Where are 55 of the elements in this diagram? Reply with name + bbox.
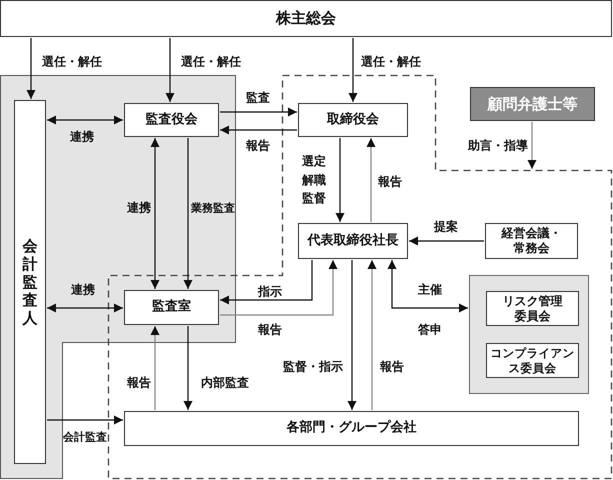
edge-label: 報告 [378, 174, 402, 191]
committee-group-box [469, 275, 589, 394]
org-box: 経営会議・常務会 [485, 223, 578, 259]
org-box: 監査役会 [124, 103, 219, 137]
edge-label: 業務監査 [191, 200, 235, 216]
arrow [348, 260, 356, 410]
edge-label: 選定解職監督 [301, 153, 327, 208]
org-box: コンプライアンス委員会 [486, 343, 579, 378]
arrow [26, 38, 36, 99]
arrow [220, 260, 313, 304]
arrow [348, 38, 358, 102]
arrow [47, 304, 123, 312]
arrow [184, 326, 192, 410]
edge-label: 選任・解任 [361, 54, 421, 71]
edge-label: 主催 [418, 282, 442, 299]
arrow [409, 236, 484, 246]
arrow [368, 260, 376, 410]
org-box: 会計監査人 [14, 100, 46, 464]
note-label: 答申 [418, 322, 442, 339]
arrow [220, 260, 338, 316]
edge-label: 選任・解任 [181, 54, 241, 71]
arrow [220, 108, 297, 116]
arrow [150, 138, 160, 289]
org-box: 各部門・グループ会社 [124, 411, 579, 446]
arrow [166, 38, 174, 102]
edge-label: 指示 [258, 284, 282, 301]
org-box: 株主総会 [0, 0, 612, 37]
edge-label: 提案 [434, 218, 458, 236]
edge-label: 報告 [258, 322, 282, 339]
org-box: 取締役会 [298, 103, 408, 137]
org-box: リスク管理委員会 [486, 291, 579, 326]
edge-label: 監査 [246, 90, 270, 107]
edge-label: 監督・指示 [283, 358, 343, 376]
edge-label: 連携 [127, 200, 151, 217]
advisor-box: 顧問弁護士等 [470, 87, 595, 121]
arrow [47, 116, 123, 124]
edge-label: 報告 [246, 138, 270, 155]
edge-label: 会計監査 [63, 429, 107, 446]
edge-label: 報告 [127, 374, 151, 392]
edge-label: 報告 [380, 358, 404, 376]
edge-label: 助言・指導 [468, 138, 528, 155]
org-box: 代表取締役社長 [298, 223, 408, 259]
arrow [220, 126, 297, 134]
edge-label: 連携 [70, 128, 94, 146]
edge-label: 連携 [71, 282, 95, 299]
edge-label: 選任・解任 [42, 54, 102, 71]
arrow [336, 138, 344, 222]
arrow [528, 122, 536, 169]
arrow [184, 138, 192, 289]
arrow [47, 416, 123, 424]
arrow [388, 260, 468, 312]
arrow [150, 326, 160, 410]
arrow [366, 138, 376, 222]
org-box: 監査室 [124, 290, 219, 325]
edge-label: 内部監査 [201, 374, 249, 392]
